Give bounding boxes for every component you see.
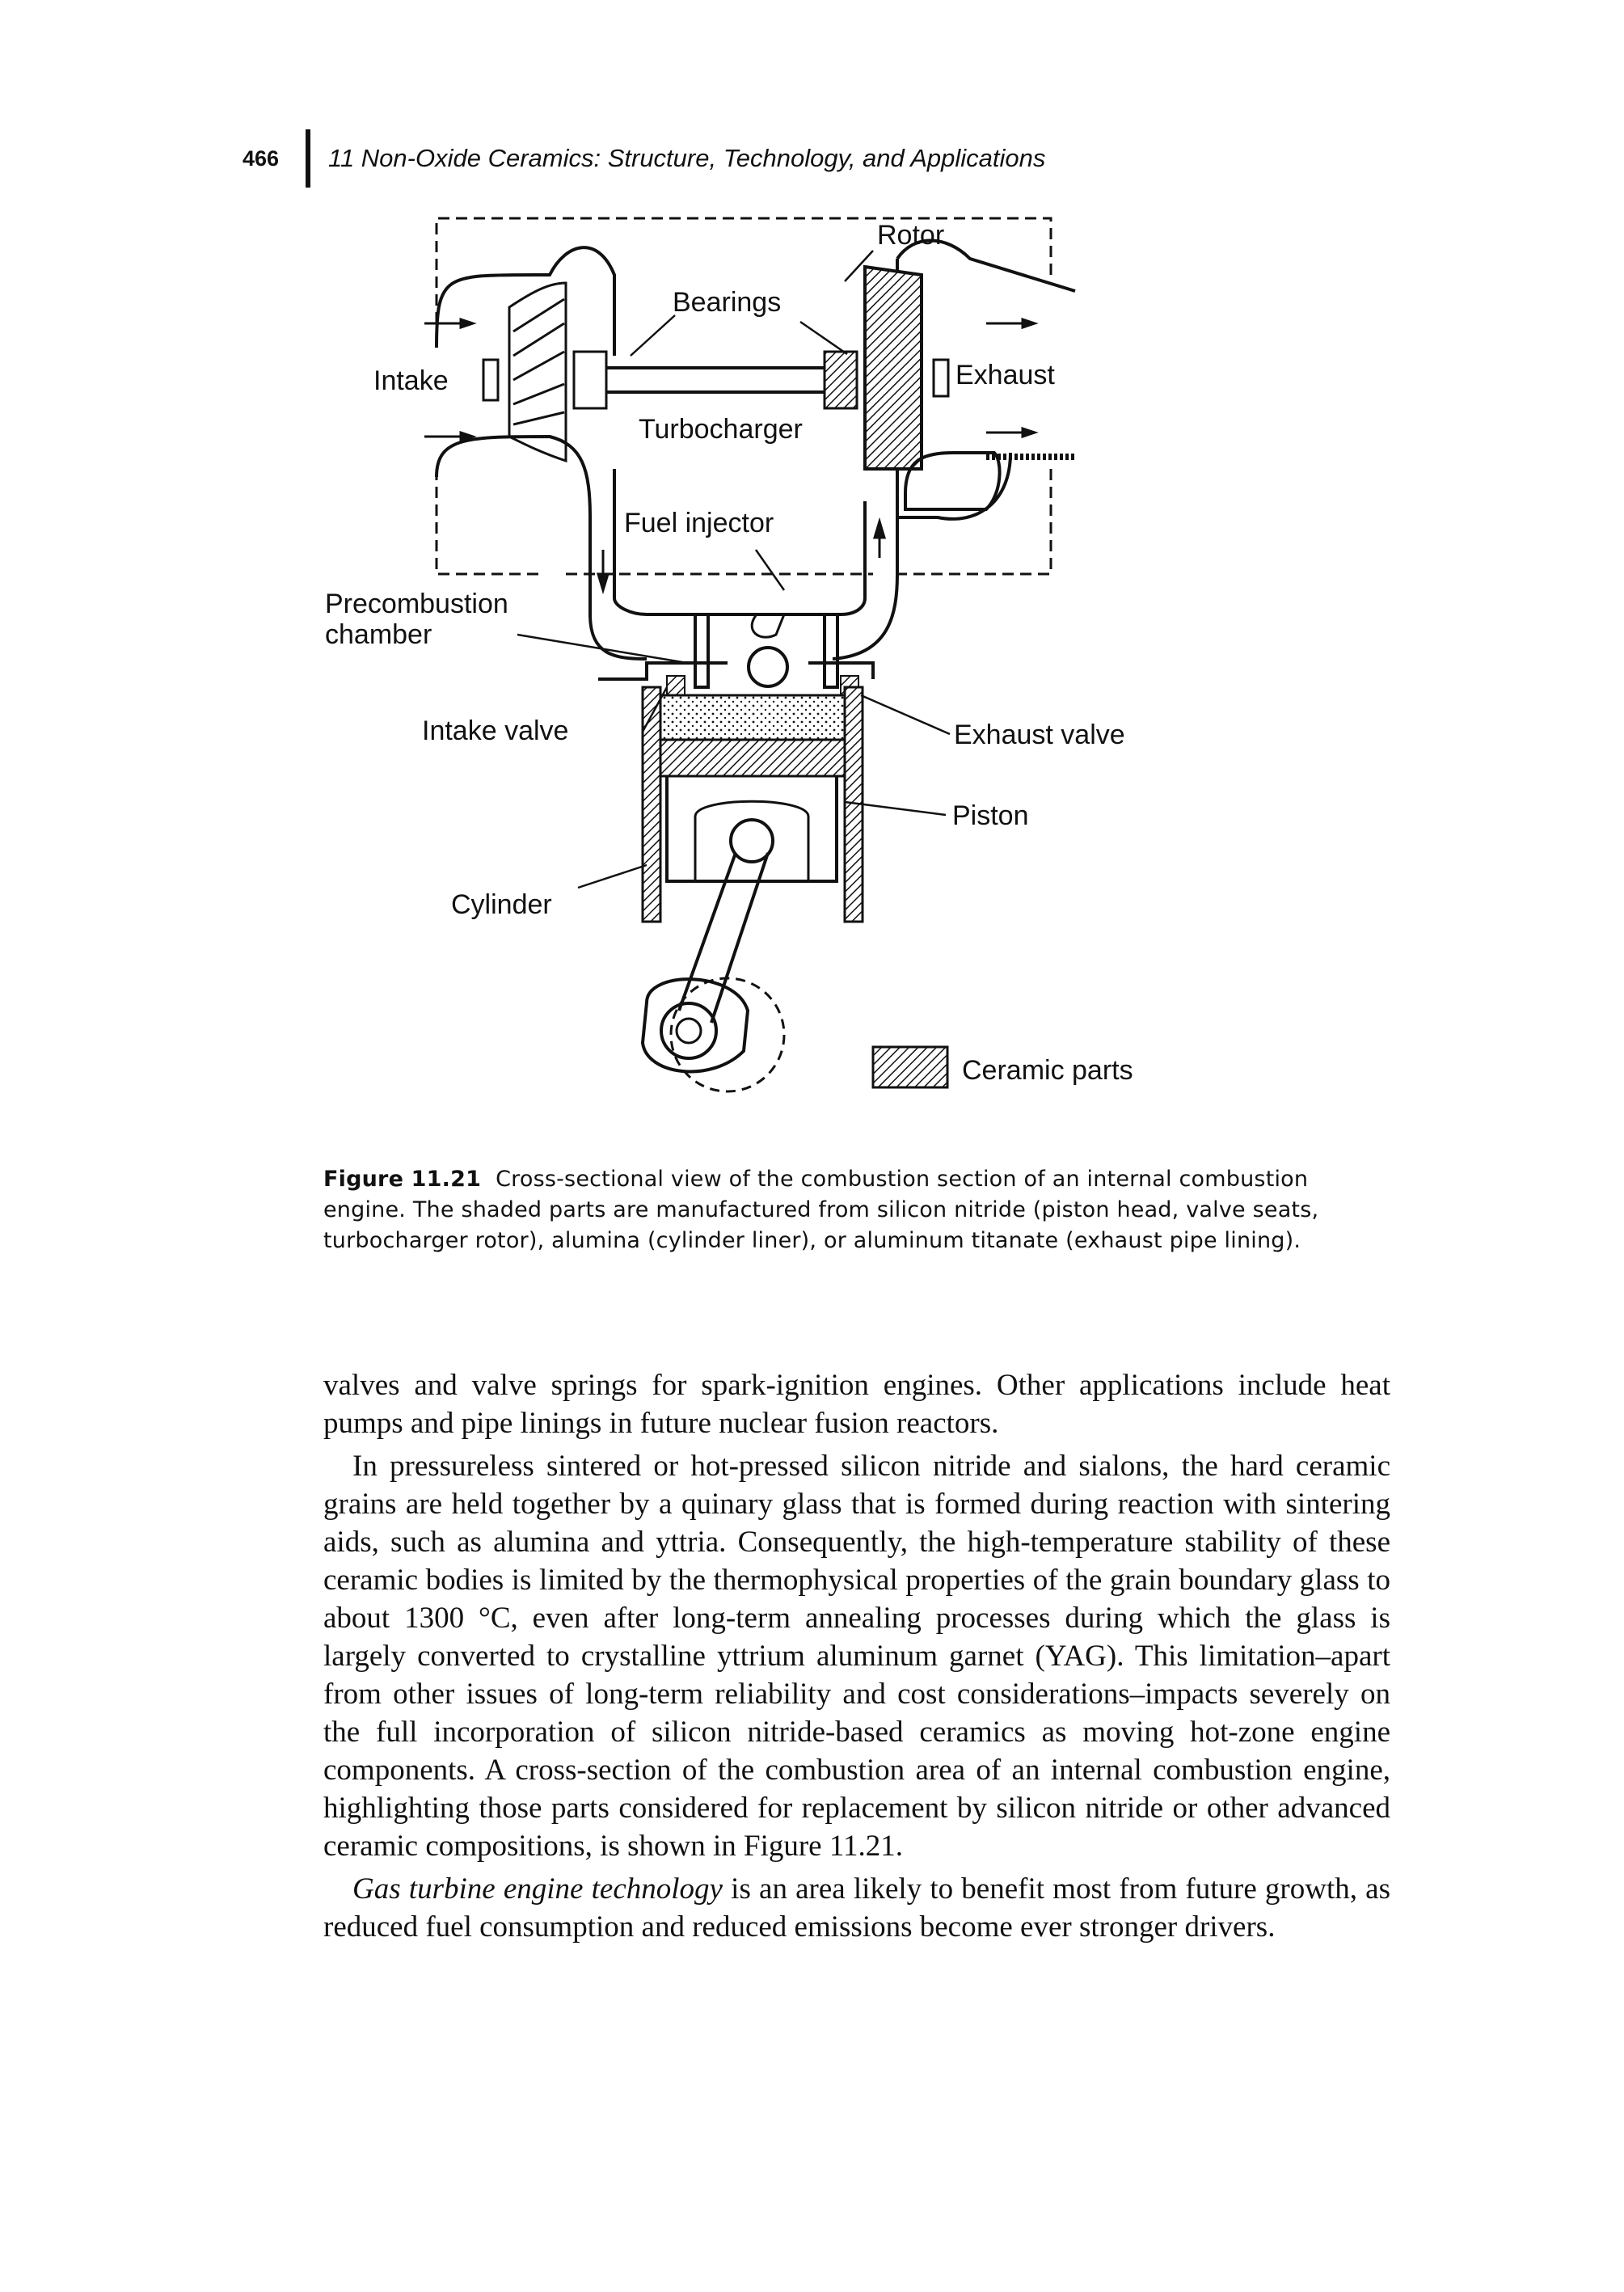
label-rotor: Rotor <box>877 220 944 251</box>
label-intake-valve: Intake valve <box>422 715 568 746</box>
label-exhaust: Exhaust <box>955 360 1055 390</box>
engine-diagram: Rotor Bearings Intake Exhaust Turbocharg… <box>307 194 1148 1164</box>
flow-direction-arrows <box>596 517 887 595</box>
combustion-gas <box>659 694 846 741</box>
exhaust-flange-icon <box>932 358 950 398</box>
rod-big-end <box>640 977 750 1074</box>
label-cylinder: Cylinder <box>451 889 552 920</box>
turbine-rotor <box>863 264 923 471</box>
intake-flange-icon <box>482 358 500 402</box>
engine-diagram-svg: Rotor Bearings Intake Exhaust Turbocharg… <box>325 217 1133 1093</box>
label-fuel-injector: Fuel injector <box>624 508 774 538</box>
compressor-bearing <box>572 350 608 410</box>
compressor-wheel <box>508 281 567 463</box>
waste-gate <box>904 451 1002 511</box>
label-chamber: chamber <box>325 619 432 650</box>
label-piston: Piston <box>952 800 1029 831</box>
leader-lines <box>517 250 951 889</box>
intake-valve-seat <box>666 675 685 698</box>
exhaust-arrows <box>986 317 1039 439</box>
label-ceramic-parts: Ceramic parts <box>962 1055 1133 1086</box>
paragraph-3-text: is an area likely to benefit most from f… <box>323 1872 1390 1944</box>
connecting-rod <box>677 852 770 1024</box>
caption-text: Cross-sectional view of the combustion s… <box>323 1167 1319 1253</box>
turbine-bearing <box>823 350 858 410</box>
dashed-airflow-path <box>435 217 1052 576</box>
intake-arrows <box>424 317 477 443</box>
piston-body <box>665 776 838 883</box>
label-exhaust-valve: Exhaust valve <box>954 720 1125 750</box>
paragraph-3: Gas turbine engine technology is an area… <box>323 1870 1390 1946</box>
piston-skirt-inner <box>694 800 810 881</box>
turbocharger-shaft <box>606 366 825 394</box>
paragraph-2: In pressureless sintered or hot-pressed … <box>323 1450 1390 1863</box>
cylinder-liner-left <box>641 686 662 923</box>
label-intake: Intake <box>373 365 449 396</box>
turbo-housing <box>435 238 1076 661</box>
cylinder-head <box>598 613 875 689</box>
label-bearings: Bearings <box>673 287 781 318</box>
body-text: valves and valve springs for spark-ignit… <box>323 1366 1390 1951</box>
precombustion-chamber <box>747 646 789 688</box>
fuel-injector-nozzle <box>750 614 786 639</box>
crank-pin <box>660 1002 718 1060</box>
paragraph-1: valves and valve springs for spark-ignit… <box>323 1369 1390 1440</box>
paragraph-3-emphasis: Gas turbine engine technology <box>352 1872 723 1906</box>
label-turbocharger: Turbocharger <box>639 414 803 445</box>
label-precombustion: Precombustion <box>325 589 508 619</box>
header-rule <box>306 129 310 188</box>
piston-head <box>659 738 846 778</box>
crankshaft-center <box>675 1017 702 1045</box>
running-title: 11 Non-Oxide Ceramics: Structure, Techno… <box>328 144 1046 172</box>
page-number: 466 <box>243 146 280 171</box>
ceramic-parts-swatch <box>871 1045 949 1089</box>
crank-circle <box>669 977 786 1093</box>
caption-label: Figure 11.21 <box>323 1167 482 1192</box>
running-head: 466 11 Non-Oxide Ceramics: Structure, Te… <box>243 129 1045 188</box>
wrist-pin <box>729 818 774 863</box>
